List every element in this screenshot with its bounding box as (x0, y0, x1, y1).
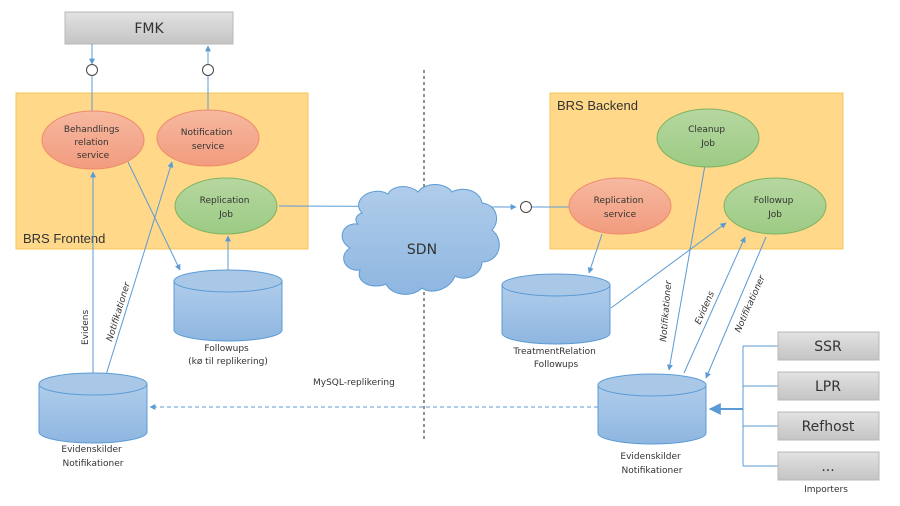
svg-text:SSR: SSR (814, 339, 842, 355)
evidens-left-label: Evidens (81, 310, 91, 345)
treatment-to-followup-job-arrow (610, 222, 727, 309)
svg-text:LPR: LPR (815, 379, 841, 395)
cleanup-to-db-arrow (666, 164, 706, 371)
fmk-interface-left-icon (86, 64, 98, 76)
brs-frontend-title: BRS Frontend (23, 231, 105, 246)
backend-evidence-db[interactable]: Evidenskilder Notifikationer (597, 373, 707, 476)
svg-text:Replication Job: Replication Job (200, 196, 253, 220)
importer-more[interactable]: ... (777, 451, 880, 481)
importer-refhost[interactable]: Refhost (777, 411, 880, 441)
replication-service[interactable]: Replication service (568, 177, 672, 235)
svg-text:Followups (kø til replik: Followups (kø til replikering) (188, 344, 268, 367)
svg-text:Notification service: Notification service (181, 128, 236, 152)
svg-text:TreatmentRelation Follow: TreatmentRelation Followups (512, 347, 598, 370)
importer-ssr[interactable]: SSR (777, 331, 880, 361)
svg-text:Refhost: Refhost (802, 419, 855, 435)
fmk-interface-right-icon (202, 64, 214, 76)
treatment-relation-db[interactable]: TreatmentRelation Followups (501, 273, 611, 370)
svg-text:Behandlings relation: Behandlings relation service (64, 125, 122, 161)
behandlings-relation-service[interactable]: Behandlings relation service (41, 110, 145, 170)
followup-to-db-arrow (705, 236, 767, 379)
notifikationer-right2-label: Notifikationer (734, 273, 769, 334)
frontend-evidence-db[interactable]: Evidenskilder Notifikationer (38, 372, 148, 469)
notifikationer-right1-label: Notifikationer (659, 279, 674, 342)
notifikationer-left-arrow (105, 161, 174, 376)
fmk-label: FMK (134, 21, 164, 37)
svg-text:Replication service: Replication service (594, 196, 647, 220)
sdn-cloud[interactable]: SDN (341, 184, 500, 295)
followup-job[interactable]: Followup Job (723, 177, 827, 235)
sdn-label: SDN (407, 242, 437, 258)
svg-text:...: ... (821, 459, 834, 475)
svg-text:Evidenskilder Notifikati: Evidenskilder Notifikationer (620, 452, 683, 476)
replication-interface-icon (520, 201, 532, 213)
cleanup-job[interactable]: Cleanup Job (656, 108, 760, 168)
mysql-replication-label: MySQL-replikering (313, 378, 395, 388)
importers-caption: Importers (804, 485, 848, 495)
fmk-system-box[interactable]: FMK (64, 11, 234, 45)
evidens-right-arrow (683, 236, 746, 374)
notification-service[interactable]: Notification service (156, 109, 260, 167)
svg-text:Evidenskilder Notifikati: Evidenskilder Notifikationer (61, 445, 124, 469)
replication-service-to-treatment-arrow (587, 233, 603, 274)
svg-text:Followup Job: Followup Job (754, 196, 797, 220)
followups-db[interactable]: Followups (kø til replikering) (173, 269, 283, 367)
behandlings-to-followups-arrow (127, 161, 181, 271)
svg-text:Cleanup Job: Cleanup Job (688, 125, 728, 149)
importer-lpr[interactable]: LPR (777, 371, 880, 401)
brs-frontend-boundary: BRS Frontend (15, 92, 309, 250)
brs-backend-title: BRS Backend (557, 98, 638, 113)
replication-job[interactable]: Replication Job (174, 177, 278, 235)
